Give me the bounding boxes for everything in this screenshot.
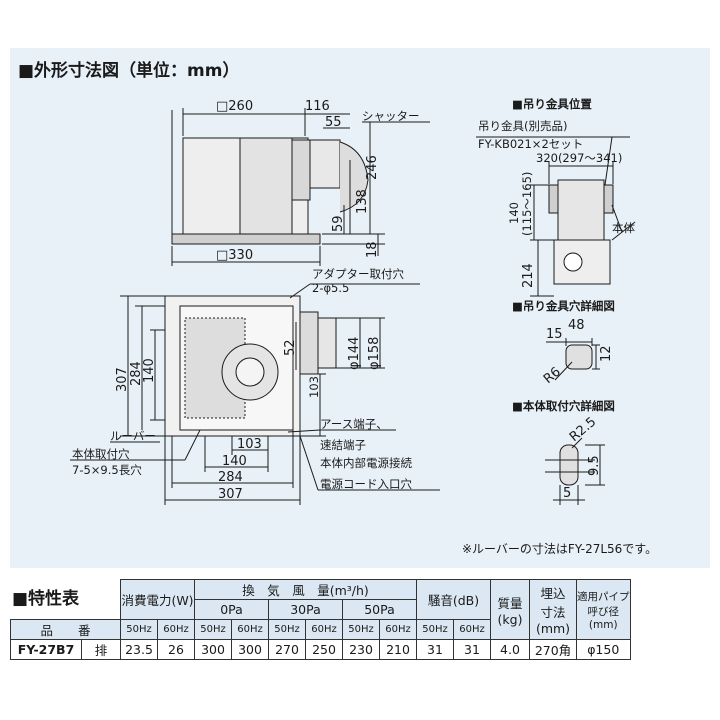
mass-cell: 4.0 [490,639,530,660]
hz-cell: 60Hz [305,619,343,640]
dim-103-vertical: 103 [307,376,321,398]
bottom-view [70,283,440,505]
noise-60-cell: 31 [453,639,491,660]
power-60-cell: 26 [157,639,195,660]
body-holes-spec: 7-5×9.5長穴 [72,463,142,477]
hz-cell: 60Hz [157,619,195,640]
hanger-detail-48: 48 [568,318,585,333]
table-row: FY-27B7 排 23.5 26 300 300 270 250 230 21… [10,639,631,660]
hanger-dim-320: 320(297～341) [536,151,622,165]
dim-55: 55 [325,115,342,130]
dim-284-horizontal: 284 [218,470,243,485]
hanger-dim-140: 140 [507,202,521,224]
dim-phi158: φ158 [367,337,382,370]
embed-cell: 270角 [529,639,577,660]
section-title: ■外形寸法図（単位：mm） [18,61,240,81]
adapter-holes-spec: 2-φ5.5 [312,281,349,295]
noise-50-cell: 31 [416,639,454,660]
pipe-cell: φ150 [576,639,631,660]
shutter-label: シャッター [362,109,420,123]
dim-59: 59 [331,215,346,232]
pipe-header: 適用パイプ呼び径(mm) [576,579,631,640]
dim-140-vertical: 140 [142,358,157,383]
spec-table: 消費電力(W) 換 気 風 量(m³/h) 騒音(dB) 質量(kg) 埋込寸法… [10,579,631,660]
dim-138: 138 [355,189,370,214]
hanger-dim-140-range: (115～165) [520,172,534,236]
power-50-cell: 23.5 [120,639,158,660]
noise-header: 騒音(dB) [416,579,491,620]
hanger-detail-r6: R6 [541,364,564,387]
hz-cell: 60Hz [231,619,269,640]
louver-note: ※ルーバーの寸法はFY-27L56です。 [462,542,658,556]
dim-116: 116 [305,99,330,114]
hz-cell: 50Hz [342,619,380,640]
power-header: 消費電力(W) [120,579,195,620]
internal-power-label: 本体内部電源接続 [320,456,412,470]
q50-50-cell: 230 [342,639,380,660]
hz-cell: 50Hz [120,619,158,640]
hz-cell: 60Hz [379,619,417,640]
dim-phi144: φ144 [347,337,362,370]
q50-60-cell: 210 [379,639,417,660]
hanger-detail-12: 12 [599,345,614,362]
pressure-0pa: 0Pa [194,599,269,620]
dim-307-vertical: 307 [115,367,130,392]
q30-60-cell: 250 [305,639,343,660]
body-detail-5: 5 [563,486,571,501]
q0-50-cell: 300 [194,639,232,660]
hz-cell: 60Hz [453,619,491,640]
mass-header: 質量(kg) [490,579,530,640]
dim-330: □330 [216,248,253,263]
dim-307-horizontal: 307 [218,487,243,502]
q30-50-cell: 270 [268,639,306,660]
embed-header: 埋込寸法(mm) [529,579,577,640]
hanger-detail-title: ■吊り金具穴詳細図 [512,299,615,313]
hanger-title: ■吊り金具位置 [512,97,592,111]
quick-terminal-label: 速結端子 [320,438,366,452]
drawing-panel [10,48,710,568]
hz-cell: 50Hz [416,619,454,640]
airflow-header: 換 気 風 量(m³/h) [194,579,417,600]
dim-103-horizontal: 103 [237,437,262,452]
model-cell: FY-27B7 [10,639,82,660]
hz-cell: 50Hz [194,619,232,640]
dim-18: 18 [365,241,380,258]
dim-52: 52 [283,339,298,356]
side-view [171,108,430,266]
cord-inlet-label: 電源コード入口穴 [320,477,412,491]
spec-title: ■特性表 [12,589,80,609]
hanger-detail-15: 15 [546,327,563,342]
hanger-body-label: 本体 [612,221,635,235]
body-hole-detail [545,437,605,505]
dim-246: 246 [365,155,380,180]
body-holes-label: 本体取付穴 [72,447,130,461]
q0-60-cell: 300 [231,639,269,660]
model-header: 品 番 [10,619,121,640]
dim-284-vertical: 284 [129,361,144,386]
dim-260: □260 [216,99,253,114]
earth-terminal-label: アース端子、 [320,417,388,431]
hanger-hole-detail [546,338,600,381]
dim-140-horizontal: 140 [222,454,247,469]
adapter-holes-label: アダプター取付穴 [312,267,404,281]
hz-cell: 50Hz [268,619,306,640]
type-cell: 排 [81,639,121,660]
hanger-view [476,136,636,297]
pressure-30pa: 30Pa [268,599,343,620]
body-detail-r25: R2.5 [567,414,599,445]
body-detail-title: ■本体取付穴詳細図 [512,399,615,413]
hanger-part: 吊り金具(別売品) [478,119,567,133]
hanger-model: FY-KB021×2セット [478,137,583,151]
body-detail-95: 9.5 [587,455,602,476]
hanger-dim-214: 214 [521,263,536,288]
pressure-50pa: 50Pa [342,599,417,620]
louver-label: ルーバー [110,429,156,443]
